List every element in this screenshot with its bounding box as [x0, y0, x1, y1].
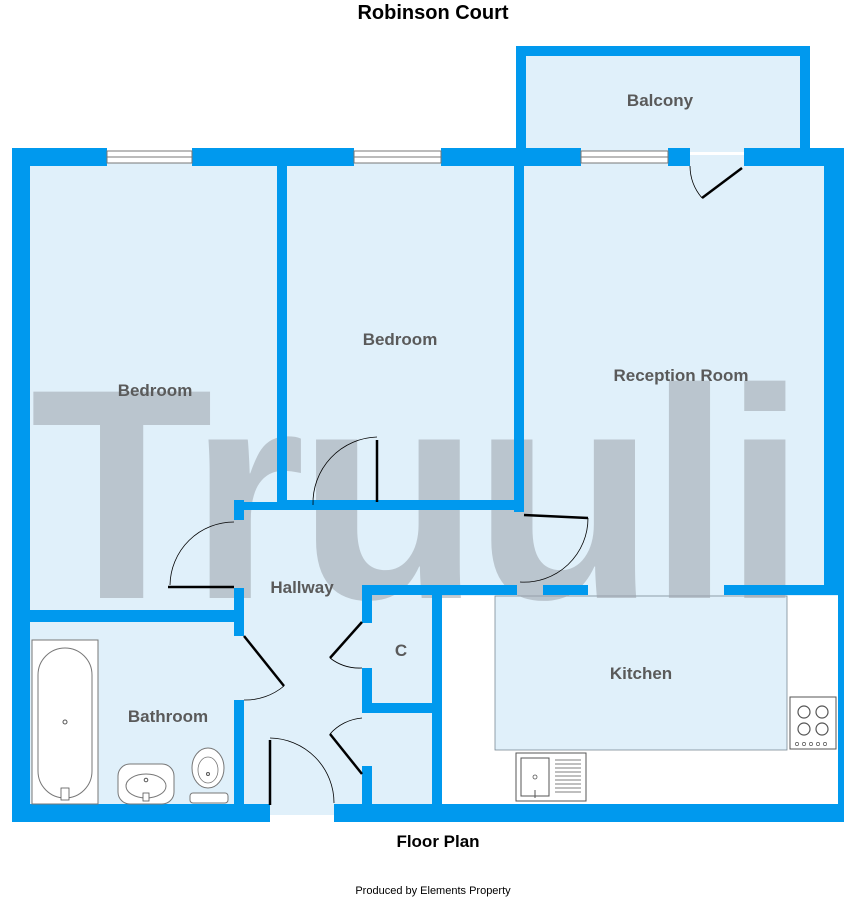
basin-icon: [117, 763, 175, 805]
toilet-icon: [189, 747, 229, 804]
room-label-hallway: Hallway: [270, 578, 334, 597]
room-label-bedroom-left: Bedroom: [118, 381, 193, 400]
room-label-bedroom-middle: Bedroom: [363, 330, 438, 349]
plan-subtitle: Floor Plan: [396, 832, 480, 851]
sink-icon: [515, 752, 587, 802]
room-label-reception: Reception Room: [613, 366, 748, 385]
producer-credit: Produced by Elements Property: [355, 885, 511, 897]
walls: [12, 46, 844, 822]
doors: [168, 165, 743, 805]
bathtub-icon: [31, 639, 99, 805]
windows: [106, 150, 669, 164]
kitchen-counter: [440, 595, 838, 806]
hob-icon: [789, 696, 837, 750]
plan-title: Robinson Court: [357, 2, 509, 24]
room-label-cupboard: C: [395, 641, 407, 660]
room-label-balcony: Balcony: [627, 91, 694, 110]
watermark: Truuli: [30, 326, 799, 662]
room-label-bathroom: Bathroom: [128, 707, 208, 726]
room-label-kitchen: Kitchen: [610, 664, 672, 683]
